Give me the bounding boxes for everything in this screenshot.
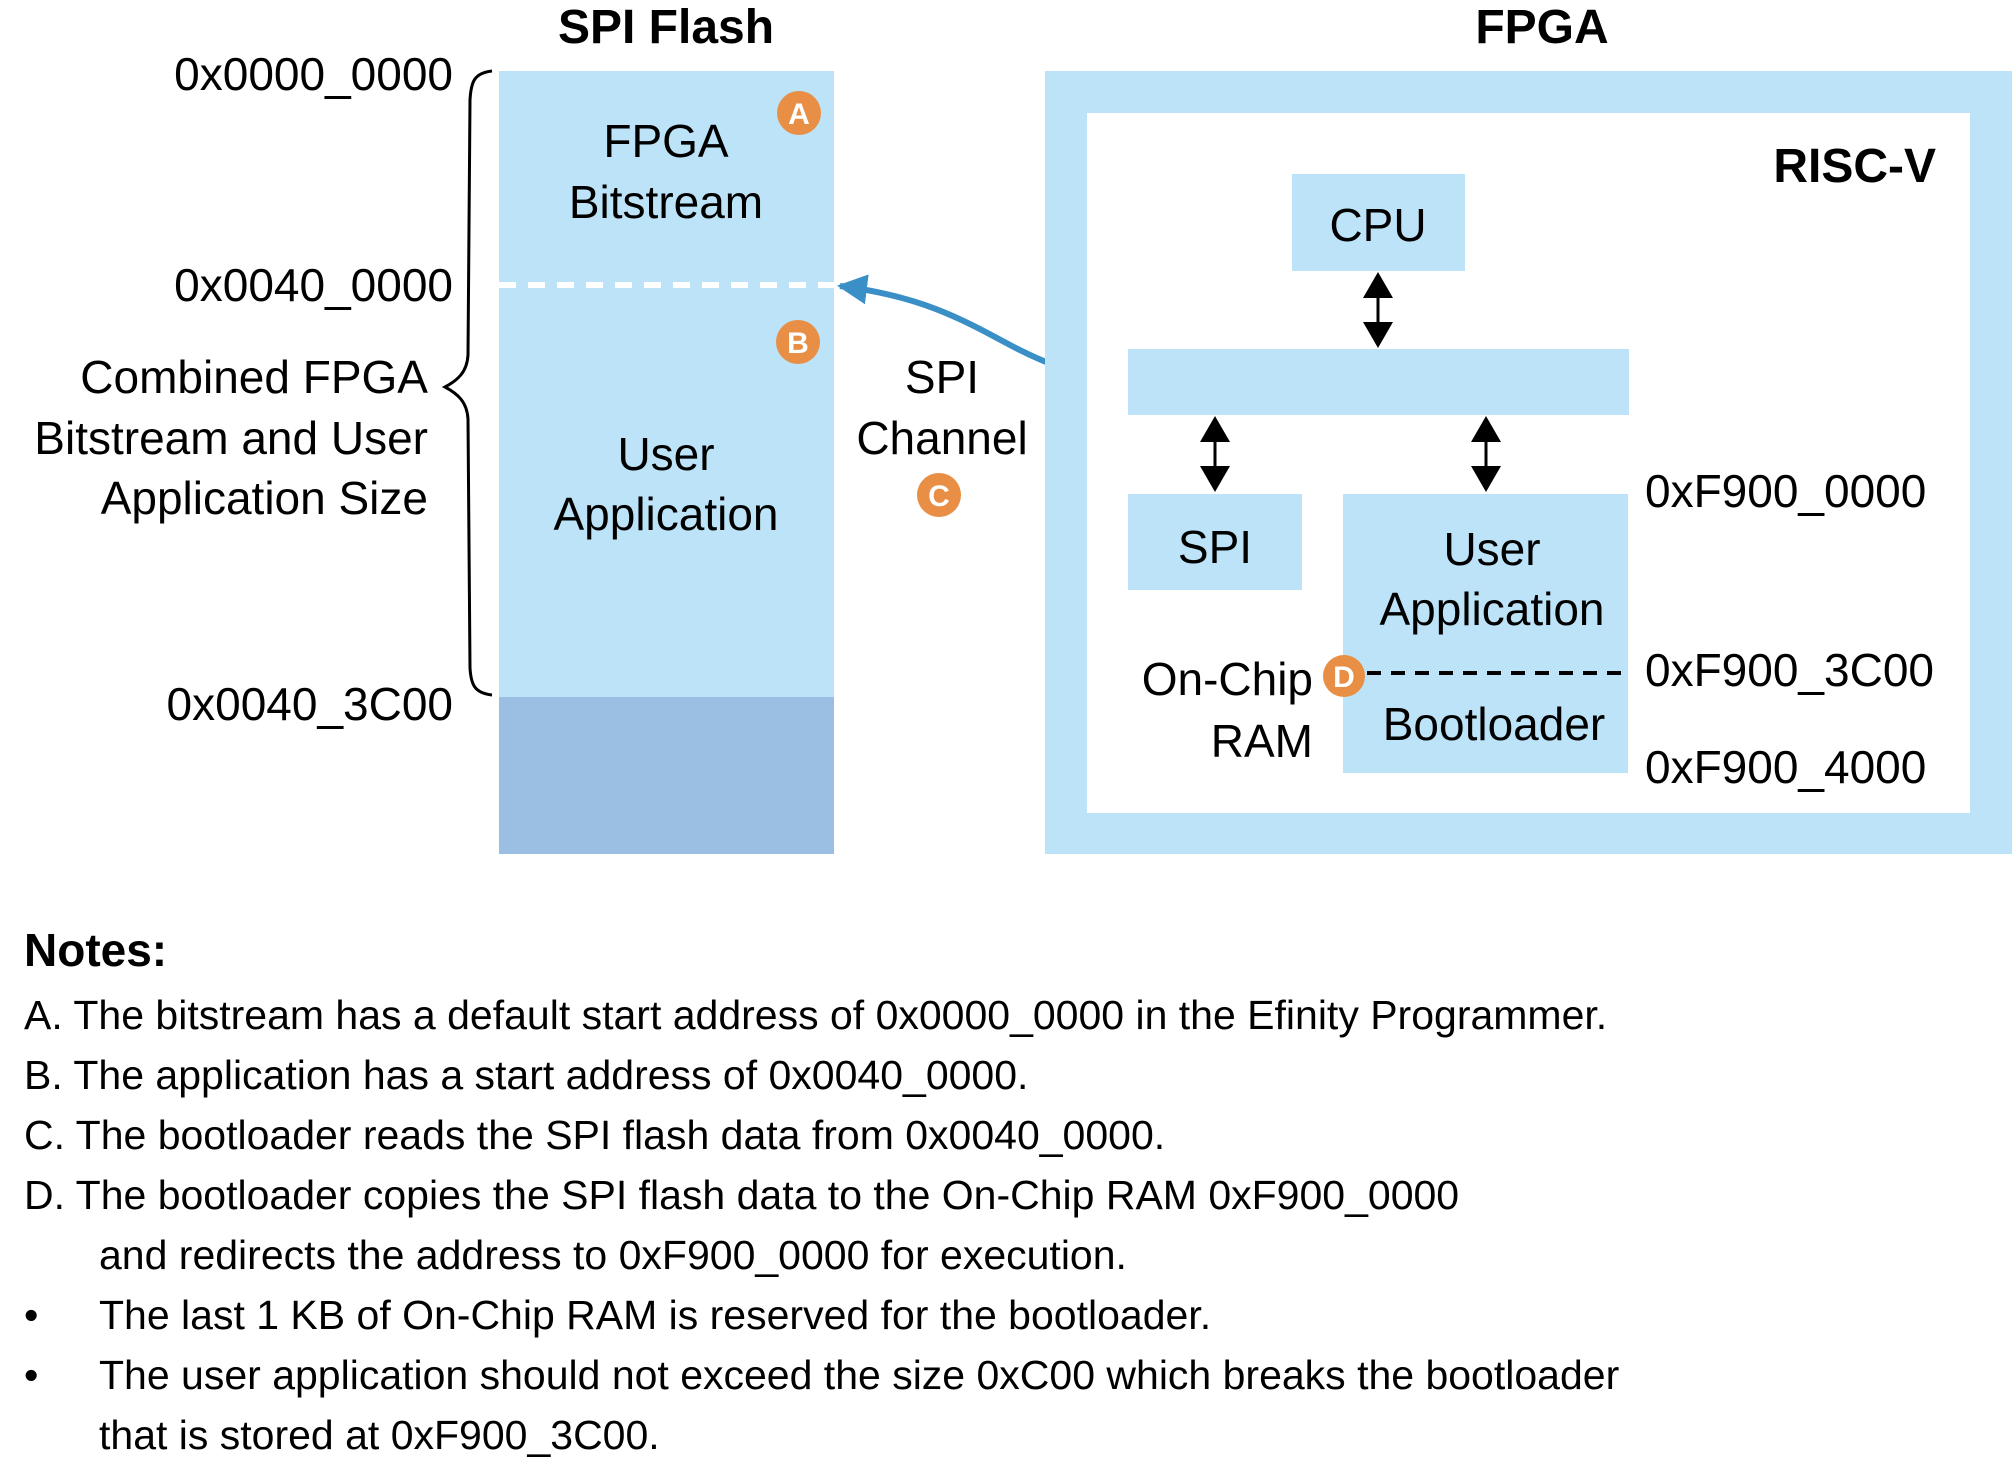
badge-c-circle [917, 473, 961, 517]
spi-channel-label-2: Channel [856, 412, 1027, 464]
spi-channel-label-1: SPI [905, 351, 979, 403]
ram-label-2: RAM [1211, 715, 1313, 767]
badge-d-circle [1323, 655, 1365, 697]
badge-a-circle [777, 91, 821, 135]
flash-address-start: 0x0000_0000 [174, 48, 453, 100]
flash-used-region [499, 71, 834, 697]
spi-flash-memory [499, 71, 834, 854]
badge-a-letter: A [788, 98, 810, 131]
brace-label-3: Application Size [101, 472, 428, 524]
badge-b-circle [776, 320, 820, 364]
badge-c: C [917, 473, 961, 517]
riscv-label: RISC-V [1773, 140, 1936, 193]
fpga-title: FPGA [1475, 1, 1608, 54]
brace-label-2: Bitstream and User [34, 412, 428, 464]
spi-controller-block [1128, 494, 1302, 590]
brace-label-1: Combined FPGA [80, 351, 428, 403]
bus-spi-arrow [1200, 416, 1230, 492]
size-brace [441, 69, 493, 697]
flash-user-app-label-1: User [617, 428, 714, 480]
on-chip-ram-block [1343, 494, 1628, 773]
cpu-block [1292, 174, 1465, 271]
ram-address-end: 0xF900_4000 [1645, 741, 1926, 793]
flash-bitstream-label-2: Bitstream [569, 176, 763, 228]
badge-d-letter: D [1333, 661, 1355, 694]
system-bus [1128, 349, 1629, 415]
badge-c-letter: C [928, 480, 950, 513]
bootloader-label: Bootloader [1383, 698, 1606, 750]
bus-ram-arrow [1471, 416, 1501, 492]
cpu-bus-arrow [1363, 272, 1393, 348]
badge-b: B [776, 320, 820, 364]
ram-address-bootloader: 0xF900_3C00 [1645, 644, 1934, 696]
flash-user-app-label-2: Application [553, 488, 778, 540]
flash-address-app-start: 0x0040_0000 [174, 259, 453, 311]
ram-user-app-label-1: User [1443, 523, 1540, 575]
spi-flash-title: SPI Flash [558, 1, 774, 54]
badge-a: A [777, 91, 821, 135]
badge-b-letter: B [787, 327, 809, 360]
badge-d: D [1323, 655, 1365, 697]
ram-user-app-label-2: Application [1379, 583, 1604, 635]
cpu-label: CPU [1329, 199, 1426, 251]
ram-label-1: On-Chip [1142, 653, 1313, 705]
flash-free-region [499, 697, 834, 854]
ram-address-start: 0xF900_0000 [1645, 465, 1926, 517]
flash-address-end: 0x0040_3C00 [167, 678, 453, 730]
flash-bitstream-label-1: FPGA [603, 115, 729, 167]
spi-controller-label: SPI [1178, 521, 1252, 573]
